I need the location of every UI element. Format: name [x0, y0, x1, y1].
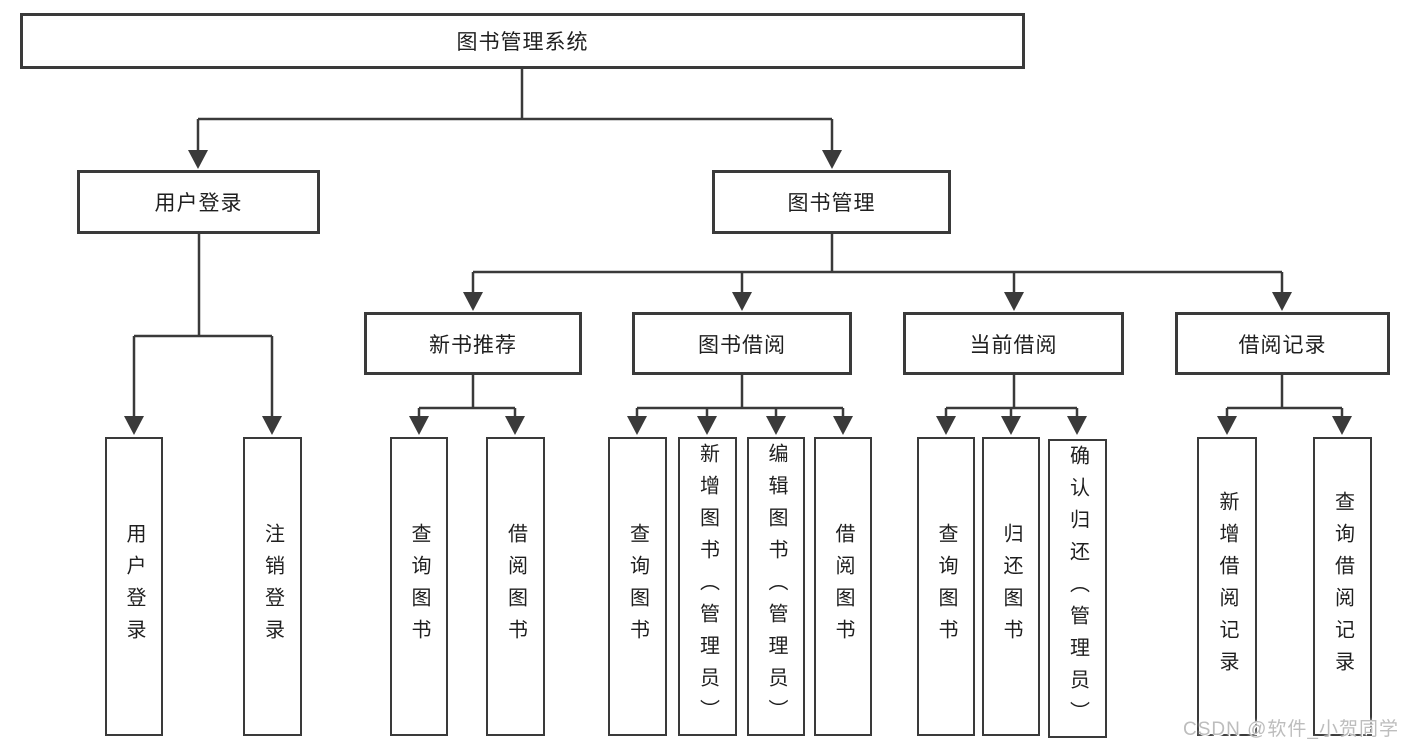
- leaf-logout: 注销登录: [243, 437, 302, 736]
- arrowhead-icon: [1332, 416, 1352, 435]
- node-borrow-records: 借阅记录: [1175, 312, 1390, 375]
- arrowhead-icon: [188, 150, 208, 169]
- arrowhead-icon: [1067, 416, 1087, 435]
- edge-borrow-records-children: [1217, 375, 1352, 435]
- leaf-confirm-return-admin: 确认归还（管理员）: [1048, 439, 1107, 738]
- arrowhead-icon: [505, 416, 525, 435]
- arrowhead-icon: [627, 416, 647, 435]
- node-root: 图书管理系统: [20, 13, 1025, 69]
- arrowhead-icon: [1272, 292, 1292, 311]
- edge-current-borrow-children: [936, 375, 1087, 435]
- edge-root-to-level2: [188, 69, 842, 169]
- node-current-borrow: 当前借阅: [903, 312, 1124, 375]
- arrowhead-icon: [766, 416, 786, 435]
- arrowhead-icon: [463, 292, 483, 311]
- leaf-borrow-books-newbooks: 借阅图书: [486, 437, 545, 736]
- arrowhead-icon: [262, 416, 282, 435]
- edge-book-borrow-children: [627, 375, 853, 435]
- node-root-label: 图书管理系统: [456, 31, 589, 54]
- leaf-query-borrow-record: 查询借阅记录: [1313, 437, 1372, 736]
- leaf-query-books-borrow: 查询图书: [608, 437, 667, 736]
- edge-user-login-children: [124, 234, 282, 435]
- csdn-watermark: CSDN @软件_小贺同学: [1183, 719, 1399, 740]
- leaf-query-books-current: 查询图书: [917, 437, 975, 736]
- node-book-borrow: 图书借阅: [632, 312, 852, 375]
- node-borrow-records-label: 借阅记录: [1238, 333, 1327, 357]
- leaf-add-books-admin: 新增图书（管理员）: [678, 437, 737, 736]
- node-user-login-label: 用户登录: [154, 192, 243, 215]
- arrowhead-icon: [1004, 292, 1024, 311]
- node-book-borrow-label: 图书借阅: [698, 333, 786, 357]
- leaf-borrow-books-borrow: 借阅图书: [814, 437, 872, 736]
- node-new-books-label: 新书推荐: [429, 333, 517, 357]
- arrowhead-icon: [936, 416, 956, 435]
- arrowhead-icon: [1217, 416, 1237, 435]
- arrowhead-icon: [1001, 416, 1021, 435]
- node-book-management: 图书管理: [712, 170, 951, 234]
- node-book-management-label: 图书管理: [787, 192, 876, 215]
- leaf-add-borrow-record: 新增借阅记录: [1197, 437, 1257, 736]
- arrowhead-icon: [409, 416, 429, 435]
- arrowhead-icon: [732, 292, 752, 311]
- arrowhead-icon: [124, 416, 144, 435]
- node-new-books: 新书推荐: [364, 312, 582, 375]
- leaf-query-books-newbooks: 查询图书: [390, 437, 448, 736]
- arrowhead-icon: [822, 150, 842, 169]
- arrowhead-icon: [697, 416, 717, 435]
- node-user-login: 用户登录: [77, 170, 320, 234]
- edge-new-books-children: [409, 375, 525, 435]
- leaf-edit-books-admin: 编辑图书（管理员）: [747, 437, 805, 736]
- edge-book-management-children: [463, 234, 1292, 311]
- node-current-borrow-label: 当前借阅: [969, 333, 1058, 357]
- arrowhead-icon: [833, 416, 853, 435]
- leaf-return-books: 归还图书: [982, 437, 1040, 736]
- leaf-user-login: 用户登录: [105, 437, 163, 736]
